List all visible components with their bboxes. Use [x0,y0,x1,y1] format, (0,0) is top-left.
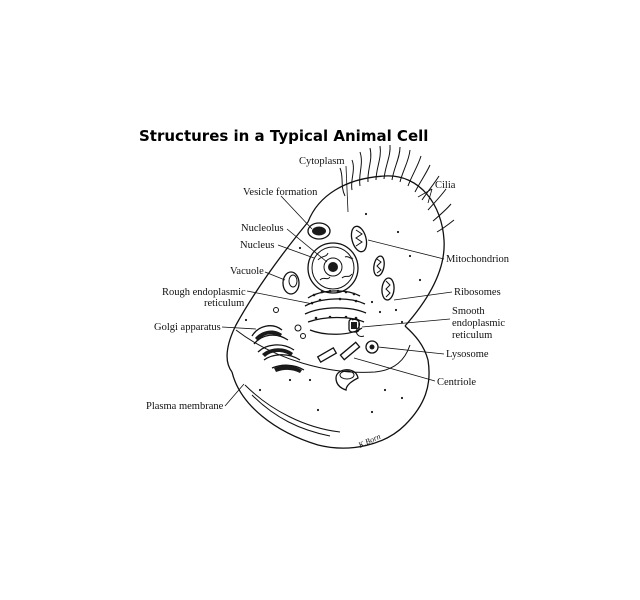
ribosome-dots [244,212,422,414]
label-rough-er-line2: reticulum [204,298,244,309]
label-golgi-apparatus: Golgi apparatus [154,322,221,333]
label-nucleolus: Nucleolus [241,223,284,234]
smooth-endoplasmic-reticulum [348,318,365,337]
label-centriole: Centriole [437,377,476,388]
centriole [316,341,361,391]
label-vesicle-formation: Vesicle formation [243,187,318,198]
cilia [339,144,455,233]
cell-body [226,175,445,449]
label-smooth-er-line1: Smooth [452,306,485,317]
label-plasma-membrane: Plasma membrane [146,401,224,412]
label-vacuole: Vacuole [230,266,264,277]
label-rough-er-line1: Rough endoplasmic [162,287,246,298]
leader-lines [221,165,453,407]
label-cytoplasm: Cytoplasm [299,156,345,167]
vesicle-formation [307,222,331,240]
nucleus [307,242,359,294]
label-smooth-er-line3: reticulum [452,330,492,341]
artist-signature: K.Born [356,432,382,450]
vacuole [282,271,300,295]
mitochondrion [350,225,395,301]
label-lysosome: Lysosome [446,349,489,360]
labels: Cytoplasm Cilia Vesicle formation Nucleo… [146,156,510,450]
diagram-title: Structures in a Typical Animal Cell [139,127,429,145]
label-cilia: Cilia [435,180,456,191]
label-mitochondrion: Mitochondrion [446,254,510,265]
golgi-apparatus [251,307,306,373]
label-nucleus: Nucleus [240,240,274,251]
label-ribosomes: Ribosomes [454,287,501,298]
label-smooth-er-line2: endoplasmic [452,318,505,329]
lysosome [365,340,379,354]
